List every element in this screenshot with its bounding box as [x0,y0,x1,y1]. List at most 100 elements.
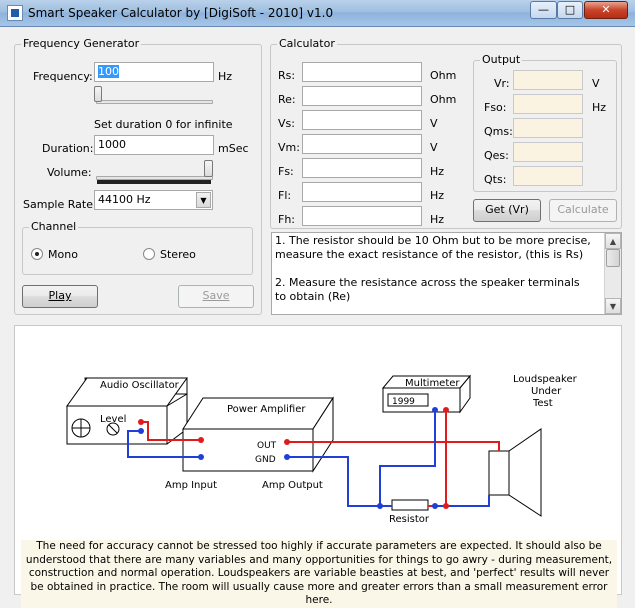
volume-label: Volume: [47,166,92,179]
calc-unit: Ohm [430,93,457,106]
sample-rate-value: 44100 Hz [98,193,151,206]
instructions-text: 1. The resistor should be 10 Ohm but to … [275,234,591,303]
loudspeaker: Loudspeaker Under Test [488,374,578,517]
resistor: Resistor [389,499,430,525]
calc-label: Rs: [278,69,296,82]
output-label: Fso: [484,101,507,114]
stereo-label[interactable]: Stereo [160,248,196,261]
save-button[interactable]: Save [178,285,254,308]
channel-legend: Channel [29,220,79,233]
out-label: OUT [257,441,277,451]
stereo-radio[interactable] [143,248,155,260]
get-vr-button[interactable]: Get (Vr) [473,199,541,222]
output-unit: V [592,77,600,90]
volume-slider[interactable] [96,176,213,180]
loudspeaker-label-1: Loudspeaker [513,374,578,385]
output-group: Output [473,53,617,192]
mono-radio[interactable] [31,248,43,260]
output-field [513,94,583,114]
frequency-input[interactable]: 100 [94,62,214,82]
output-label: Qts: [484,173,507,186]
calc-unit: V [430,141,438,154]
calculator-group: Calculator [270,37,622,229]
channel-group: Channel [22,220,253,275]
output-unit: Hz [592,101,607,114]
calc-label: Fh: [278,213,296,226]
gnd-label: GND [255,455,276,465]
output-label: Vr: [494,77,510,90]
scroll-thumb[interactable] [606,249,620,267]
title-bar[interactable]: Smart Speaker Calculator by [DigiSoft - … [0,0,635,27]
duration-input[interactable]: 1000 [94,135,214,155]
calc-unit: Hz [430,165,445,178]
calc-input[interactable] [302,158,422,178]
duration-unit: mSec [218,142,249,155]
blue-wires [127,410,490,507]
frequency-generator-legend: Frequency Generator [21,37,142,50]
calc-unit: Hz [430,189,445,202]
sample-rate-label: Sample Rate: [23,198,97,211]
calc-unit: Ohm [430,69,457,82]
wiring-diagram: Audio Oscillator Level Power Amplifier O… [66,374,578,525]
window-title: Smart Speaker Calculator by [DigiSoft - … [28,6,334,20]
calc-input[interactable] [302,134,422,154]
frequency-label: Frequency: [33,70,93,83]
chevron-down-icon[interactable]: ▼ [196,192,211,208]
duration-hint: Set duration 0 for infinite [94,118,233,131]
output-field [513,142,583,162]
multimeter: Multimeter 1999 [381,374,472,414]
instructions-memo[interactable]: 1. The resistor should be 10 Ohm but to … [271,232,622,315]
volume-level-bar [97,180,211,184]
close-button[interactable]: ✕ [584,1,628,19]
duration-label: Duration: [42,142,94,155]
audio-oscillator-label: Audio Oscillator [100,380,180,391]
mono-label[interactable]: Mono [48,248,78,261]
loudspeaker-label-3: Test [532,398,553,409]
output-label: Qms: [484,125,513,138]
output-field [513,118,583,138]
calc-unit: V [430,117,438,130]
accuracy-note: The need for accuracy cannot be stressed… [21,540,617,608]
resistor-label: Resistor [389,514,430,525]
power-amplifier-label: Power Amplifier [227,404,306,415]
play-button[interactable]: Play [22,285,98,308]
calc-label: Re: [278,93,296,106]
calculator-legend: Calculator [277,37,337,50]
calc-input[interactable] [302,110,422,130]
scroll-up-icon[interactable]: ▲ [605,233,621,249]
calc-unit: Hz [430,213,445,226]
frequency-generator-group: Frequency Generator [14,37,262,315]
terminals [138,407,449,509]
multimeter-label: Multimeter [405,378,460,389]
volume-slider-thumb[interactable] [204,160,213,177]
audio-oscillator: Audio Oscillator Level [66,377,188,445]
loudspeaker-label-2: Under [531,386,562,397]
frequency-slider[interactable] [96,100,213,104]
maximize-button[interactable]: □ [557,1,583,19]
calc-input[interactable] [302,182,422,202]
calc-label: Fl: [278,189,292,202]
calc-label: Vs: [278,117,295,130]
output-field [513,70,583,90]
instructions-scrollbar[interactable]: ▲ ▼ [604,233,621,314]
frequency-value: 100 [98,65,119,78]
calc-input[interactable] [302,62,422,82]
calculate-button[interactable]: Calculate [549,199,617,222]
output-label: Qes: [484,149,509,162]
calc-input[interactable] [302,86,422,106]
power-amplifier: Power Amplifier OUT GND [182,396,334,473]
app-icon [7,5,23,21]
output-field [513,166,583,186]
multimeter-display: 1999 [392,397,415,407]
frequency-unit: Hz [218,70,233,83]
level-label: Level [100,414,126,425]
calc-label: Fs: [278,165,294,178]
minimize-button[interactable]: — [530,1,557,19]
calc-input[interactable] [302,206,422,226]
amp-input-label: Amp Input [165,480,217,491]
frequency-slider-thumb[interactable] [94,86,102,102]
sample-rate-select[interactable]: 44100 Hz ▼ [94,190,213,210]
wiring-diagram-panel: Audio Oscillator Level Power Amplifier O… [14,325,622,608]
scroll-down-icon[interactable]: ▼ [605,298,621,314]
amp-output-label: Amp Output [262,480,323,491]
